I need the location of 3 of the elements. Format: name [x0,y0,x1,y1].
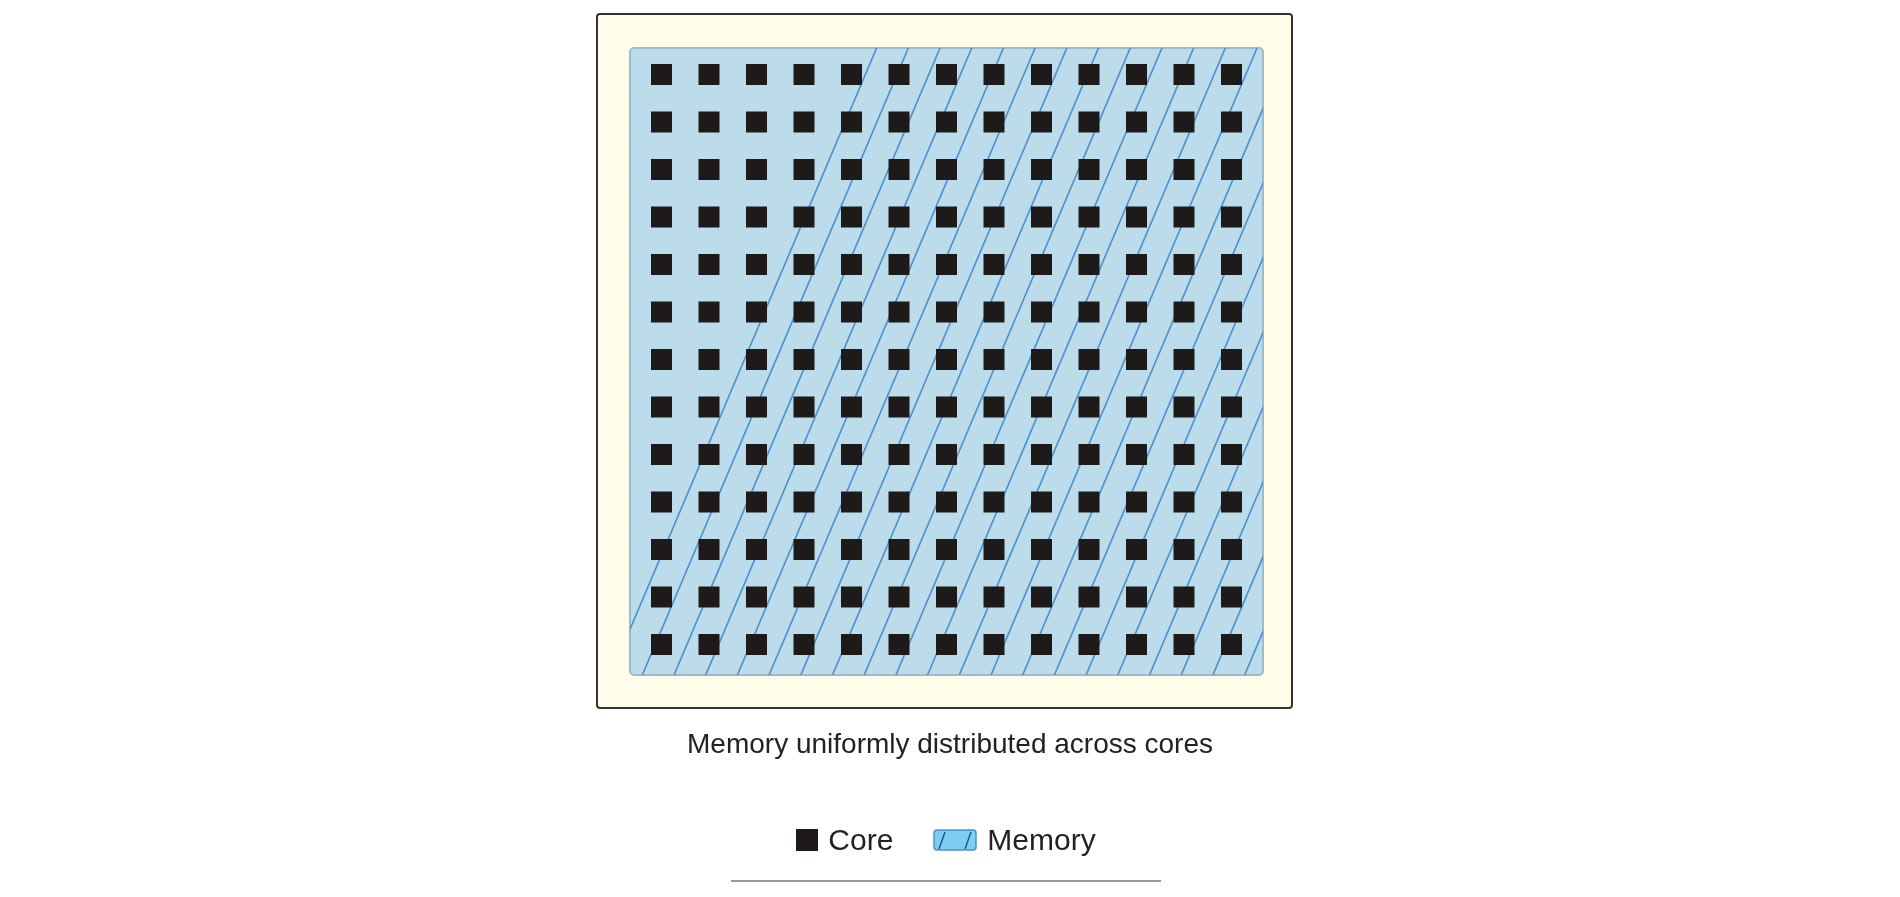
legend-label: Memory [987,823,1096,857]
legend-label: Core [828,823,894,857]
caption: Memory uniformly distributed across cores [687,728,1213,760]
